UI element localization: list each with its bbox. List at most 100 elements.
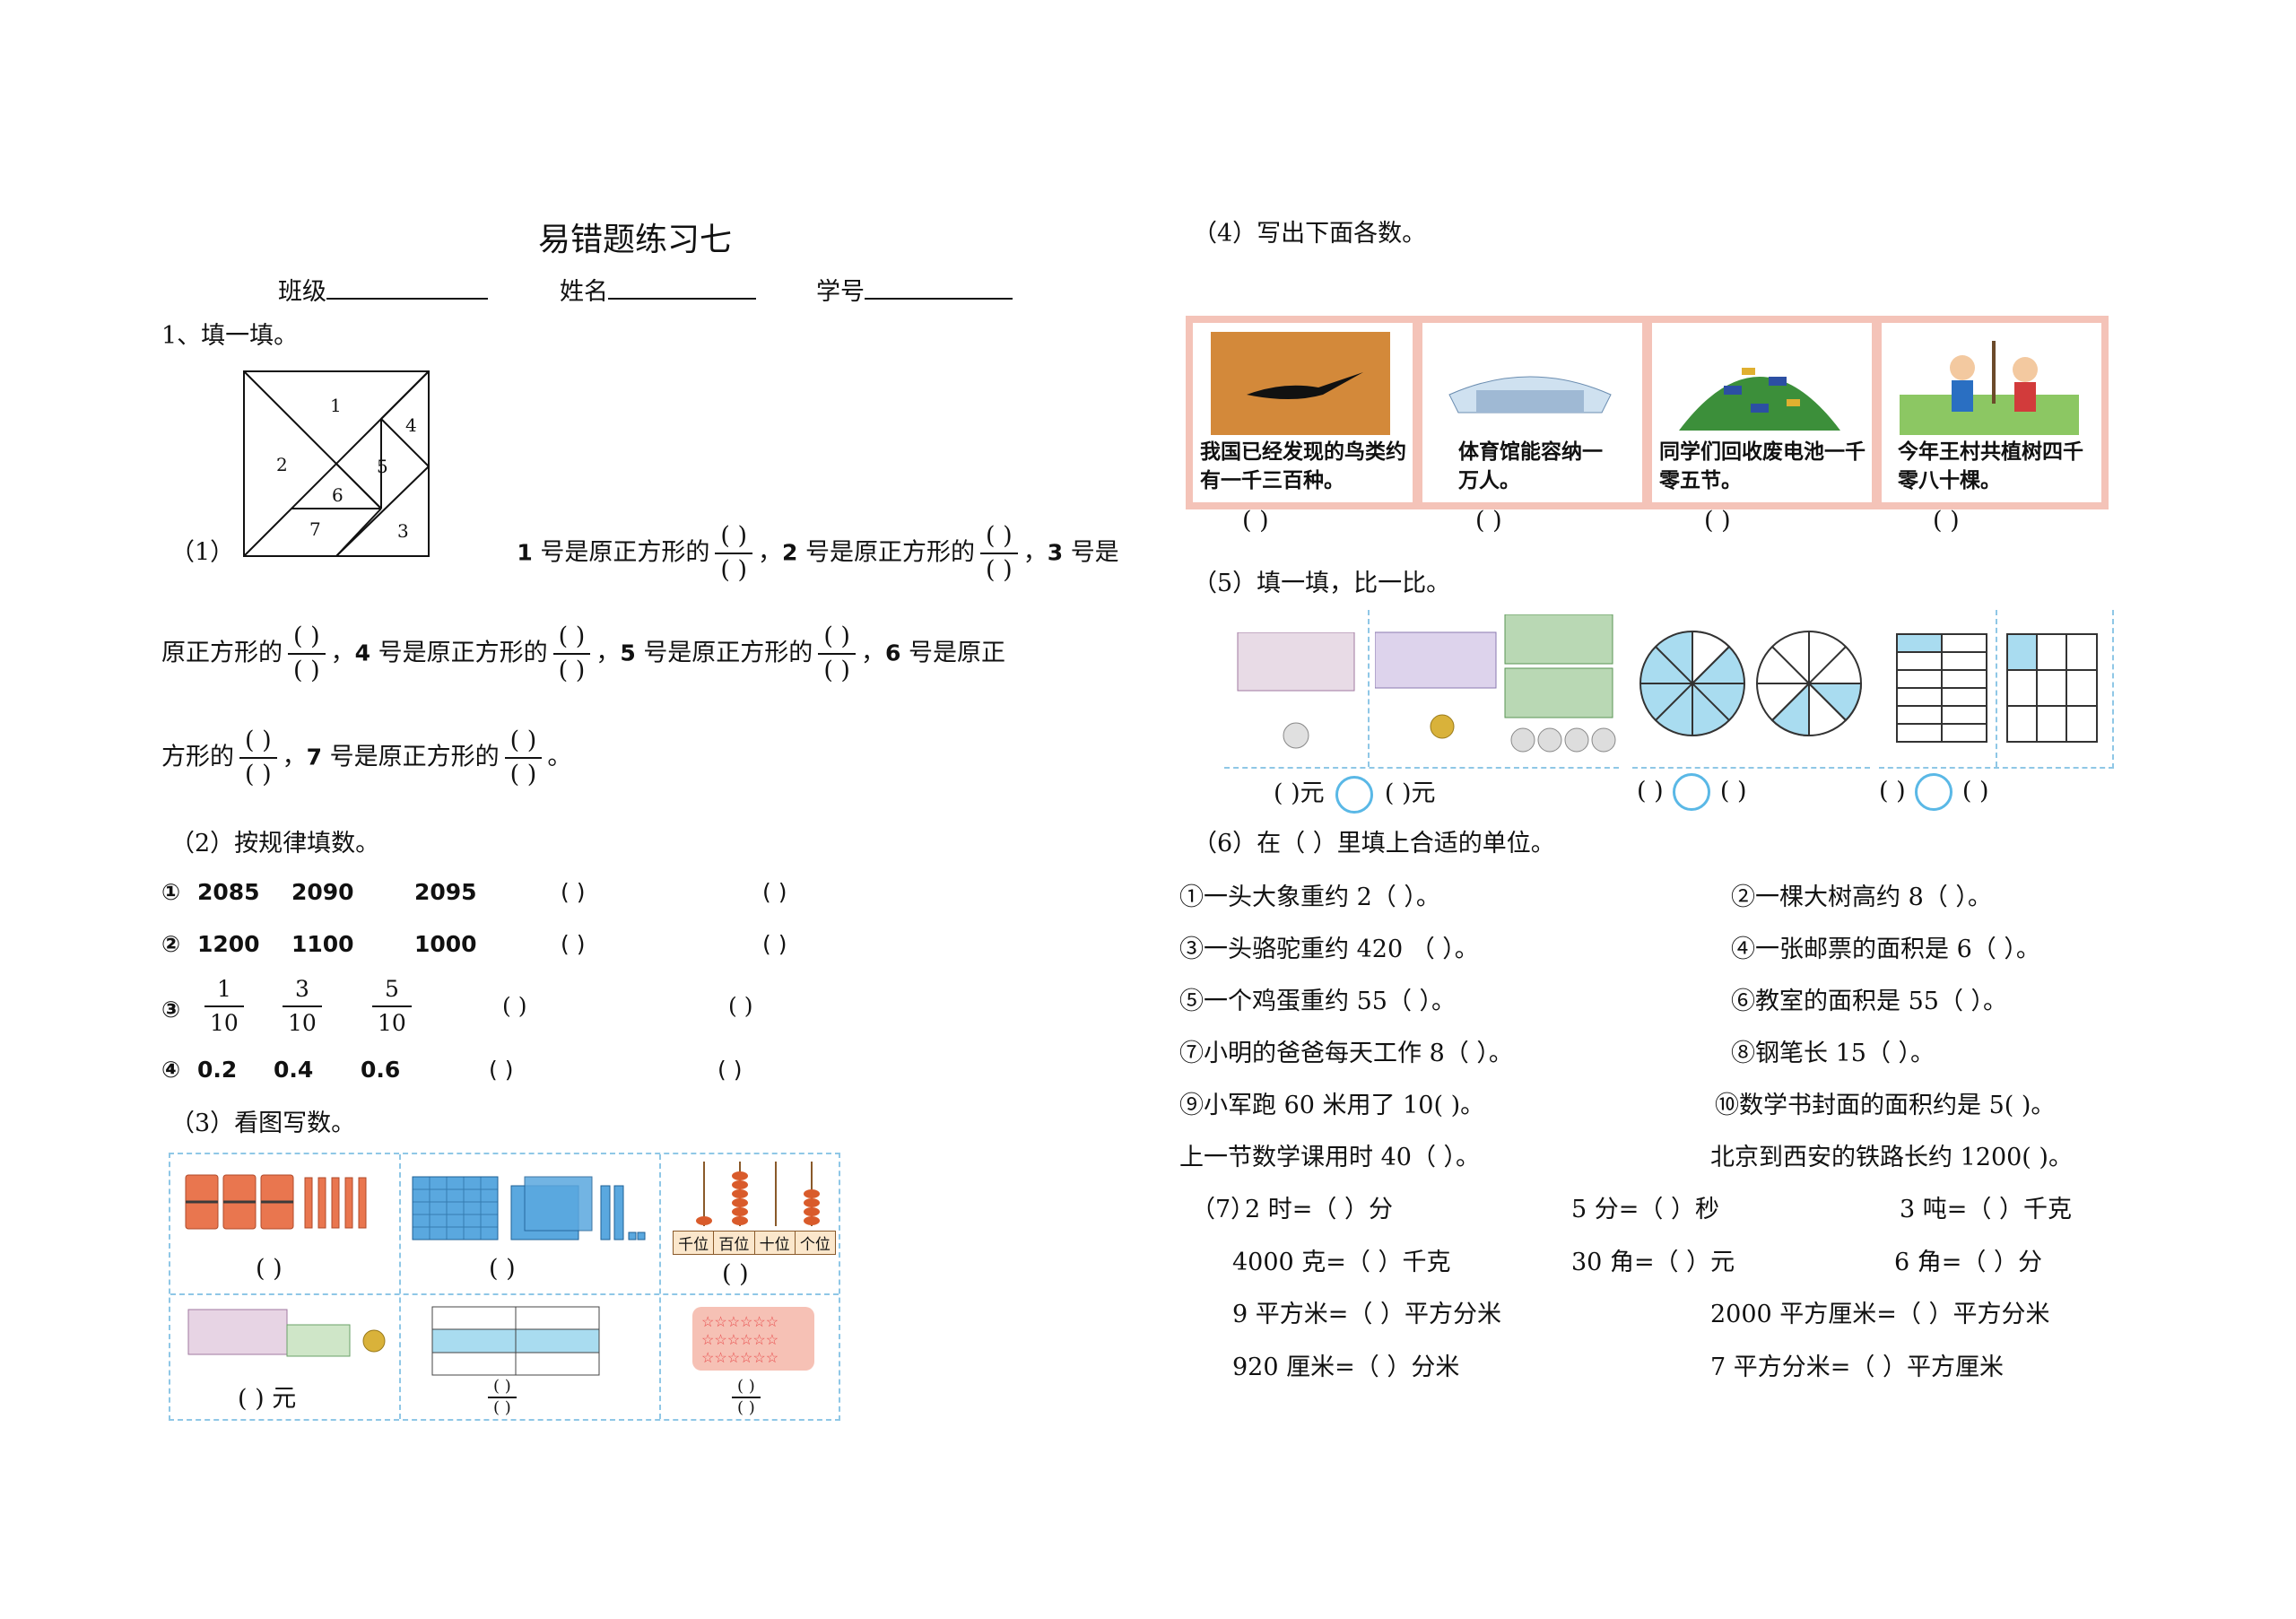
- unit-item: ⑤一个鸡蛋重约 55（ ）。: [1179, 988, 1457, 1015]
- unit-item: ⑩数学书封面的面积约是 5( )。: [1715, 1092, 2056, 1119]
- answer-blank[interactable]: ( ): [1961, 777, 1989, 805]
- fraction-blank[interactable]: ( )( ): [552, 621, 591, 687]
- fraction-blank[interactable]: ( )( ): [715, 520, 753, 587]
- q5-heading: （5）填一填，比一比。: [1193, 570, 1451, 597]
- answer-blank[interactable]: ( ): [256, 1255, 283, 1283]
- answer-blank[interactable]: ( ) 元: [238, 1385, 297, 1413]
- answer-blank[interactable]: ( ): [1475, 507, 1502, 535]
- q1-p1-tag: （1）: [170, 538, 235, 567]
- q1-p2-heading: （2）按规律填数。: [170, 830, 380, 857]
- picture-card-3: 同学们回收废电池一千零五节。: [1645, 316, 1879, 509]
- answer-blank[interactable]: ( ): [561, 879, 586, 905]
- answer-blank[interactable]: ( ): [1704, 507, 1731, 535]
- fraction-blank[interactable]: ( )( ): [288, 621, 326, 687]
- compare-circles-panel: [1632, 610, 1870, 769]
- conversion-item: 9 平方米=（ ）平方分米: [1232, 1301, 1501, 1328]
- tangram-label-3: 3: [397, 520, 409, 542]
- picture-card-2: 体育馆能容纳一万人。: [1415, 316, 1649, 509]
- compare-circle[interactable]: [1915, 773, 1953, 811]
- fraction-blank[interactable]: ( )( ): [488, 1377, 517, 1418]
- fraction-blank[interactable]: ( )( ): [732, 1377, 761, 1418]
- card-caption: 我国已经发现的鸟类约有一千三百种。: [1200, 440, 1406, 492]
- unit-item: ⑧钢笔长 15（ ）。: [1731, 1040, 1935, 1067]
- compare-money-panel: [1224, 610, 1619, 769]
- q1-p1-line2: 原正方形的( )( )，4 号是原正方形的( )( )，5 号是原正方形的( )…: [161, 621, 1005, 687]
- conversion-item: 5 分=（ ）秒: [1571, 1196, 1719, 1223]
- compare-row: ( ) ( ): [1637, 773, 1747, 811]
- name-field[interactable]: 姓名: [560, 272, 756, 307]
- q1-heading: 1、填一填。: [161, 322, 299, 350]
- q1-p3-heading: （3）看图写数。: [170, 1110, 356, 1137]
- compare-row: ( ) ( ): [1879, 773, 1989, 811]
- picture-grid: ( ) ( ) 千位 百位 十位 个位 ( ) ( ) 元: [169, 1153, 840, 1421]
- banknotes-coins-image: [1375, 614, 1616, 753]
- answer-blank[interactable]: ( ): [1274, 779, 1300, 807]
- base-ten-blocks-image: [412, 1176, 646, 1240]
- student-id-label: 学号: [816, 278, 865, 306]
- compare-circle[interactable]: [1335, 775, 1374, 814]
- fraction-circles-image: [1639, 630, 1863, 737]
- unit-item: ①一头大象重约 2（ ）。: [1179, 883, 1440, 911]
- abacus-image: [696, 1162, 820, 1226]
- conversion-item: 2 时=（ ）分: [1245, 1196, 1393, 1223]
- answer-blank[interactable]: ( ): [718, 1057, 743, 1083]
- conversion-item: 920 厘米=（ ）分米: [1232, 1354, 1460, 1381]
- answer-blank[interactable]: ( ): [561, 931, 586, 957]
- conversion-item: 7 平方分米=（ ）平方厘米: [1710, 1354, 2004, 1381]
- unit-item: ③一头骆驼重约 420 （ ）。: [1179, 936, 1479, 963]
- stars-image: ☆☆☆☆☆☆☆☆☆☆☆☆☆☆☆☆☆☆: [692, 1307, 814, 1371]
- unit-item: 北京到西安的铁路长约 1200( )。: [1710, 1144, 2073, 1171]
- svg-text:☆☆☆☆☆☆: ☆☆☆☆☆☆: [701, 1313, 778, 1330]
- answer-blank[interactable]: ( ): [502, 993, 527, 1019]
- conversion-item: 2000 平方厘米=（ ）平方分米: [1710, 1301, 2050, 1328]
- tangram-label-6: 6: [332, 484, 344, 506]
- stick-bundles-image: [185, 1174, 367, 1230]
- q1-p1-line3: 方形的( )( )，7 号是原正方形的( )( )。: [161, 725, 571, 791]
- fraction-bar-image: [431, 1306, 600, 1376]
- q4-heading: （4）写出下面各数。: [1193, 220, 1427, 248]
- answer-blank[interactable]: ( ): [762, 879, 787, 905]
- stadium-image: [1448, 376, 1612, 413]
- answer-blank[interactable]: ( ): [489, 1057, 514, 1083]
- fraction-blank[interactable]: ( )( ): [818, 621, 856, 687]
- answer-blank[interactable]: ( ): [1384, 779, 1412, 807]
- answer-blank[interactable]: ( ): [489, 1255, 516, 1283]
- batteries-pile-image: [1679, 368, 1840, 431]
- tangram-label-1: 1: [330, 395, 342, 416]
- svg-text:☆☆☆☆☆☆: ☆☆☆☆☆☆: [701, 1349, 778, 1366]
- tangram-label-4: 4: [405, 414, 417, 436]
- conversion-item: 6 角=（ ）分: [1894, 1249, 2042, 1276]
- unit-item: ⑨小军跑 60 米用了 10( )。: [1179, 1092, 1485, 1119]
- answer-blank[interactable]: ( ): [1242, 507, 1269, 535]
- svg-text:☆☆☆☆☆☆: ☆☆☆☆☆☆: [701, 1331, 778, 1348]
- banknote-image: [1237, 632, 1355, 749]
- answer-blank[interactable]: ( ): [1719, 777, 1747, 805]
- compare-row: ( )元 ( )元: [1274, 773, 1436, 814]
- answer-blank[interactable]: ( ): [762, 931, 787, 957]
- compare-grids-panel: [1879, 610, 2114, 769]
- picture-card-1: 我国已经发现的鸟类约有一千三百种。: [1186, 316, 1420, 509]
- fraction-blank[interactable]: ( )( ): [980, 520, 1018, 587]
- picture-card-4: 今年王村共植树四千零八十棵。: [1874, 316, 2109, 509]
- conversion-item: 3 吨=（ ）千克: [1900, 1196, 2072, 1223]
- unit-item: ②一棵大树高约 8（ ）。: [1731, 883, 1992, 911]
- answer-blank[interactable]: ( ): [1933, 507, 1960, 535]
- tangram-figure: [243, 370, 430, 557]
- q7-heading: （7）: [1191, 1196, 1256, 1223]
- tangram-label-2: 2: [276, 454, 288, 475]
- q1-p1-line1: （1） 1 号是原正方形的( )( )，2 号是原正方形的( )( )，3 号是: [170, 520, 1119, 587]
- fraction-blank[interactable]: ( )( ): [239, 725, 277, 791]
- compare-circle[interactable]: [1673, 773, 1711, 811]
- answer-blank[interactable]: ( ): [1879, 777, 1906, 805]
- unit-item: ⑦小明的爸爸每天工作 8（ ）。: [1179, 1040, 1513, 1067]
- conversion-item: 30 角=（ ）元: [1571, 1249, 1735, 1276]
- student-id-field[interactable]: 学号: [816, 272, 1013, 307]
- magpie-image: [1211, 332, 1390, 435]
- answer-blank[interactable]: ( ): [722, 1260, 749, 1288]
- answer-blank[interactable]: ( ): [1637, 777, 1664, 805]
- page-title: 易错题练习七: [538, 222, 733, 258]
- answer-blank[interactable]: ( ): [728, 993, 753, 1019]
- fraction-blank[interactable]: ( )( ): [504, 725, 543, 791]
- class-field[interactable]: 班级: [278, 272, 488, 307]
- class-label: 班级: [278, 278, 326, 306]
